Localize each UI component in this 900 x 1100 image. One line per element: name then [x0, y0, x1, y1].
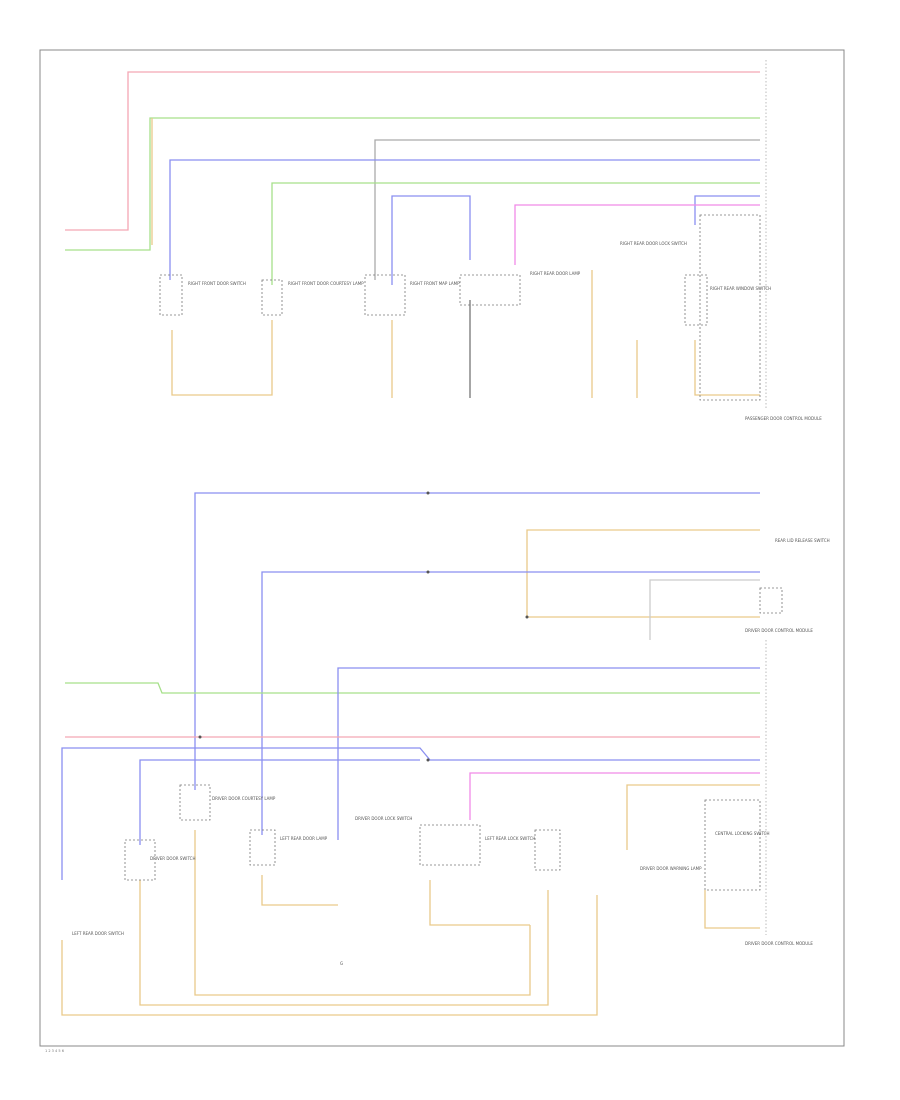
wire-tan-b11 — [61, 895, 598, 1016]
bottom-component-label-6: LEFT REAR LOCK SWITCH — [485, 836, 535, 841]
splice-dot-2 — [426, 570, 430, 574]
component-box-5 — [684, 274, 708, 326]
top-labels: RIGHT FRONT DOOR SWITCH RIGHT FRONT DOOR… — [188, 241, 822, 421]
wire-tan-bot1 — [171, 320, 273, 396]
wire-blue-b1 — [194, 492, 760, 790]
module-box-top — [699, 214, 761, 401]
wire-magenta-b9 — [469, 772, 760, 820]
splice-dots — [198, 491, 529, 762]
component-box-b6 — [704, 799, 761, 891]
component-box-2 — [261, 279, 283, 316]
top-component-label-4: RIGHT REAR DOOR LAMP — [530, 271, 581, 276]
component-box-b5 — [534, 829, 561, 871]
wire-tan-b16 — [704, 890, 760, 929]
bottom-caption-bottom: DRIVER DOOR CONTROL MODULE — [745, 941, 813, 946]
bottom-component-label-4: LEFT REAR DOOR LAMP — [280, 836, 328, 841]
bottom-component-label-3: DRIVER DOOR COURTESY LAMP — [212, 796, 276, 801]
bottom-wires — [61, 492, 760, 1016]
splice-dot-5 — [198, 735, 202, 739]
wire-magenta-top — [514, 204, 760, 265]
top-components — [159, 214, 761, 401]
component-box-b3 — [249, 829, 276, 866]
top-component-label-2: RIGHT FRONT DOOR COURTESY LAMP — [288, 281, 364, 286]
module-box-rear-lid — [759, 587, 783, 614]
wire-green-top2 — [271, 182, 760, 285]
wire-gray-top — [374, 139, 760, 280]
bottom-caption-mid: DRIVER DOOR CONTROL MODULE — [745, 628, 813, 633]
wire-blue-top2 — [391, 195, 471, 285]
top-side-caption: PASSENGER DOOR CONTROL MODULE — [745, 416, 822, 421]
wire-tan-b12 — [139, 880, 549, 1006]
bottom-ground-label: G — [340, 961, 343, 966]
bottom-component-label-1: LEFT REAR DOOR SWITCH — [72, 931, 124, 936]
component-box-1 — [159, 274, 183, 316]
bottom-components — [124, 587, 783, 891]
top-component-label-3: RIGHT FRONT MAP LAMP — [410, 281, 460, 286]
component-box-b2 — [179, 784, 211, 821]
wire-red-top — [65, 71, 760, 231]
diagram-frame — [39, 49, 845, 1047]
wire-blue-b3 — [261, 571, 760, 835]
wire-blue-b8 — [139, 759, 420, 845]
wire-tan-b13 — [194, 830, 531, 996]
top-component-label-6: RIGHT REAR WINDOW SWITCH — [710, 286, 771, 291]
bottom-component-label-8: CENTRAL LOCKING SWITCH — [715, 831, 770, 836]
wire-green-top — [65, 117, 760, 251]
bottom-component-label-5: DRIVER DOOR LOCK SWITCH — [355, 816, 412, 821]
bottom-labels: LEFT REAR DOOR SWITCH DRIVER DOOR SWITCH… — [72, 538, 830, 966]
wire-tan-b15 — [429, 880, 530, 926]
wire-blue-b5 — [337, 667, 760, 840]
splice-dot-3 — [525, 615, 529, 619]
wire-blue-top3 — [694, 195, 760, 225]
wire-green-b4 — [65, 682, 760, 694]
component-box-4 — [459, 274, 521, 306]
splice-dot-1 — [426, 491, 430, 495]
wire-gray-b17 — [649, 579, 760, 640]
wire-tan-b2 — [526, 529, 760, 618]
bottom-caption-rear-lid: REAR LID RELEASE SWITCH — [775, 538, 830, 543]
bottom-component-label-7: DRIVER DOOR WARNING LAMP — [640, 866, 702, 871]
top-component-label-1: RIGHT FRONT DOOR SWITCH — [188, 281, 246, 286]
component-box-b1 — [124, 839, 156, 881]
component-box-3 — [364, 274, 406, 316]
top-component-label-5: RIGHT REAR DOOR LOCK SWITCH — [620, 241, 687, 246]
wire-blue-b7 — [61, 747, 760, 880]
wire-tan-b14 — [261, 875, 338, 906]
wire-tan-bot6 — [694, 340, 760, 396]
top-wires — [65, 71, 760, 398]
footer-code: 1 2 3 4 5 6 — [45, 1049, 64, 1053]
wire-blue-top — [169, 159, 760, 280]
wire-tan-b10 — [626, 784, 760, 850]
bottom-component-label-2: DRIVER DOOR SWITCH — [150, 856, 195, 861]
component-box-b4 — [419, 824, 481, 866]
splice-dot-4 — [426, 758, 430, 762]
